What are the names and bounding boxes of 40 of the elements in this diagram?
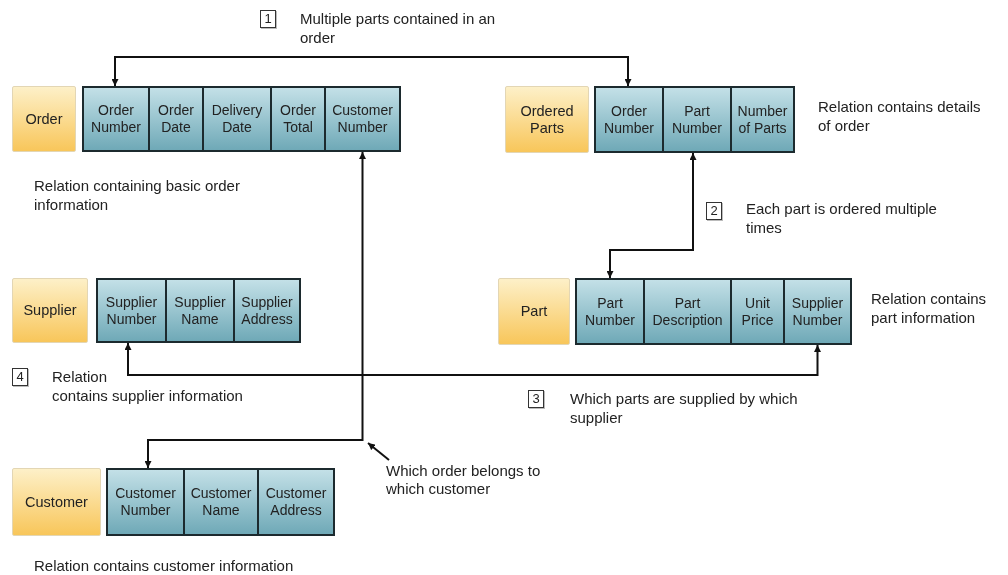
- relation-name-box: Part: [498, 278, 570, 345]
- callout-number: 4: [12, 368, 28, 386]
- attribute-cell: Number of Parts: [730, 86, 795, 153]
- note-text: Relation containing basic order information: [34, 176, 241, 214]
- attribute-cell: Delivery Date: [202, 86, 272, 152]
- relation-name-box: Ordered Parts: [505, 86, 589, 153]
- relationship-connector: [144, 151, 366, 469]
- note-text: Relation contains customer information: [34, 556, 295, 575]
- relation-name-box: Supplier: [12, 278, 88, 343]
- attribute-cell: Part Number: [575, 278, 645, 345]
- annotation-text: Which order belongs to which customer: [386, 460, 576, 500]
- attribute-cell: Part Number: [662, 86, 732, 153]
- attribute-cell: Supplier Number: [96, 278, 167, 343]
- attribute-cell: Order Number: [82, 86, 150, 152]
- attribute-cell: Customer Name: [183, 468, 259, 536]
- attribute-cell: Customer Number: [324, 86, 401, 152]
- leader-arrow: [367, 442, 390, 461]
- attribute-cell: Customer Number: [106, 468, 185, 536]
- callout-number: 1: [260, 10, 276, 28]
- callout-number: 3: [528, 390, 544, 408]
- attribute-cell: Order Number: [594, 86, 664, 153]
- attribute-cell: Unit Price: [730, 278, 785, 345]
- relationship-connector: [606, 152, 697, 279]
- attribute-cell: Order Date: [148, 86, 204, 152]
- note-text: Relation contains details of order: [818, 97, 982, 135]
- relationship-connector: [111, 56, 632, 87]
- relationship-connector: [124, 342, 821, 376]
- relation-name-box: Order: [12, 86, 76, 152]
- note-text: Multiple parts contained in an order: [300, 9, 497, 47]
- callout-number: 2: [706, 202, 722, 220]
- note-text: Which parts are supplied by which supplier: [570, 389, 799, 427]
- attribute-cell: Customer Address: [257, 468, 335, 536]
- note-text: Each part is ordered multiple times: [746, 199, 938, 237]
- attribute-cell: Part Description: [643, 278, 732, 345]
- attribute-cell: Order Total: [270, 86, 326, 152]
- relation-name-box: Customer: [12, 468, 101, 536]
- attribute-cell: Supplier Name: [165, 278, 235, 343]
- attribute-cell: Supplier Address: [233, 278, 301, 343]
- note-text: Relation contains part information: [871, 289, 988, 327]
- attribute-cell: Supplier Number: [783, 278, 852, 345]
